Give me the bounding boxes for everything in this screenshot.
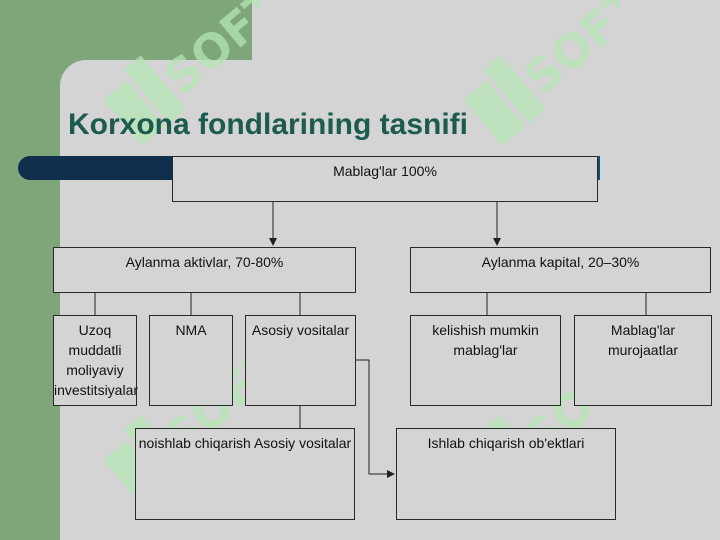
root-box: Mablag'lar 100% bbox=[172, 156, 598, 202]
noishlab-chiqarish-box: noishlab chiqarish Asosiy vositalar bbox=[135, 428, 355, 520]
slide-title: Korxona fondlarining tasnifi bbox=[68, 108, 469, 141]
title-underline-bar-cap bbox=[596, 156, 600, 180]
nma-box: NMA bbox=[149, 315, 233, 406]
soft-watermark-logo: SOFT bbox=[103, 0, 260, 146]
background-top bbox=[252, 0, 720, 60]
uzoq-muddatli-box: Uzoq muddatli moliyaviy investitsiyalar bbox=[53, 315, 138, 406]
aylanma-aktivlar-box: Aylanma aktivlar, 70-80% bbox=[53, 247, 356, 293]
ishlab-chiqarish-box: Ishlab chiqarish ob'ektlari bbox=[396, 428, 616, 520]
asosiy-vositalar-box: Asosiy vositalar bbox=[245, 315, 356, 406]
soft-watermark-logo: SOFT bbox=[463, 0, 620, 146]
kelishish-mumkin-box: kelishish mumkin mablag'lar bbox=[410, 315, 561, 406]
sidebar-green-top bbox=[0, 0, 252, 60]
mablaglar-murojaatlar-box: Mablag'lar murojaatlar bbox=[574, 315, 712, 406]
aylanma-kapital-box: Aylanma kapital, 20–30% bbox=[410, 247, 711, 293]
